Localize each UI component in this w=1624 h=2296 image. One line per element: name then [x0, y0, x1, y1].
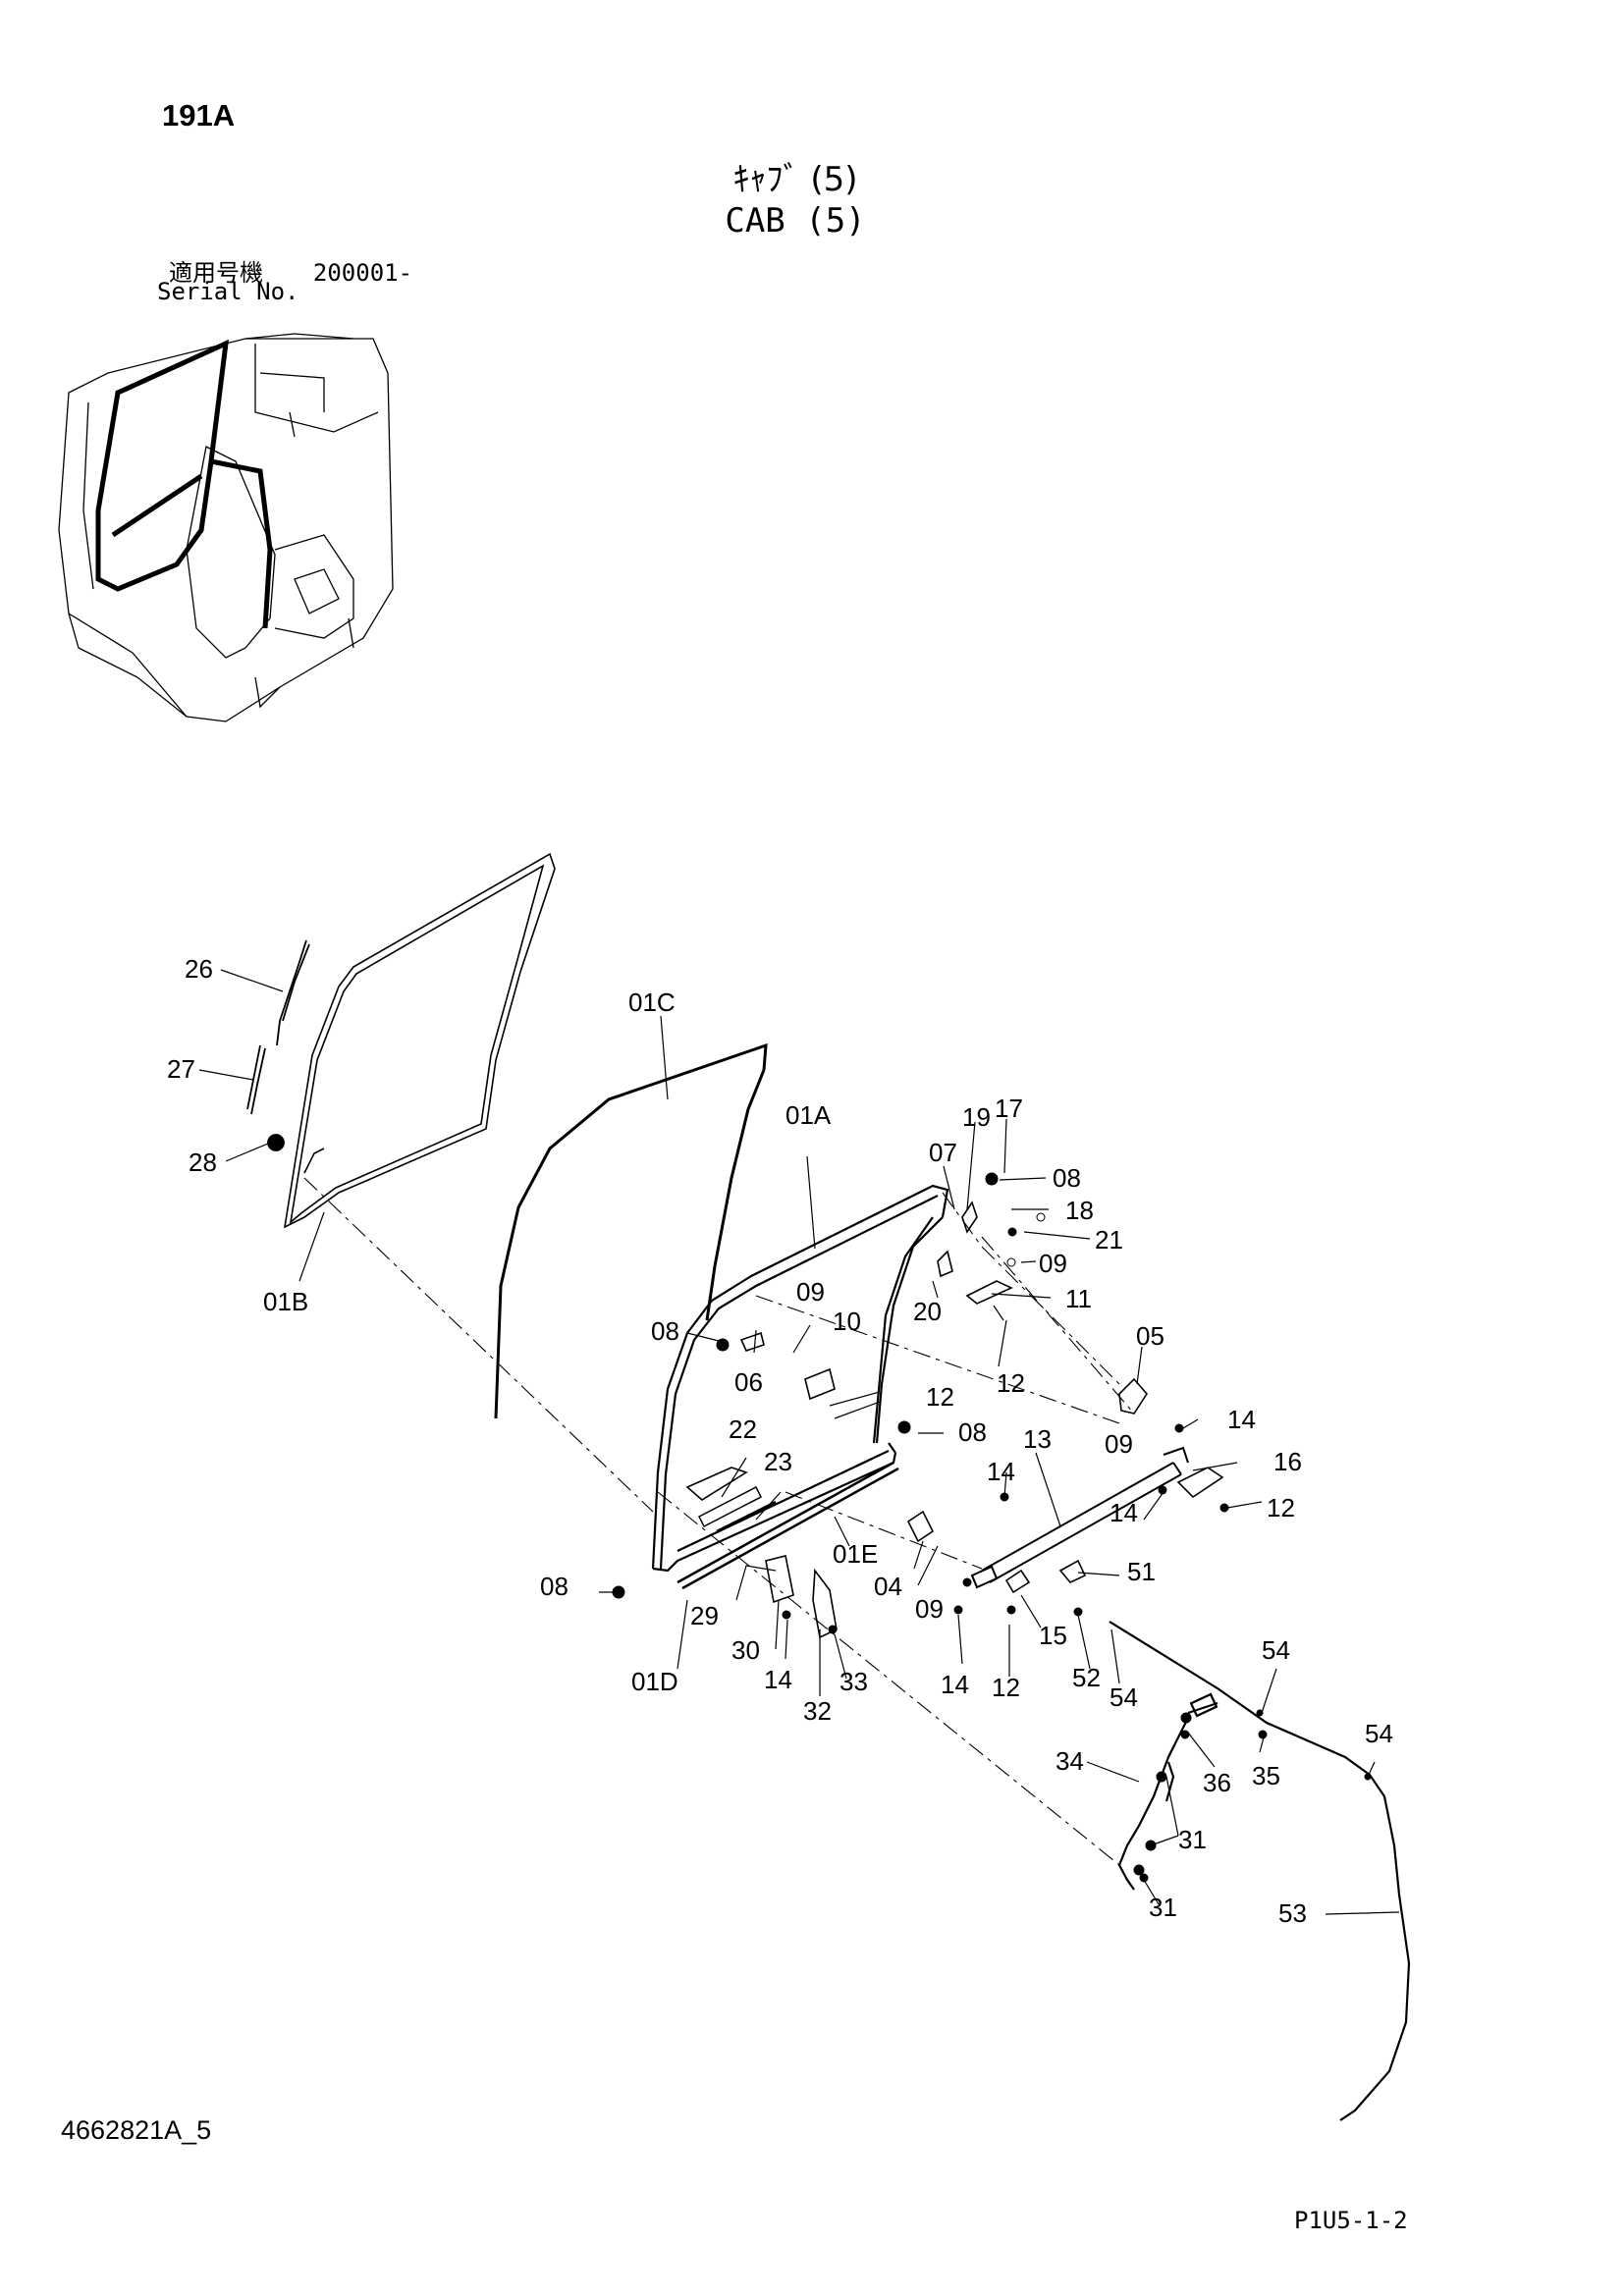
wiper-parts	[246, 939, 310, 1151]
callout-08-left: 08	[651, 1316, 679, 1346]
callout-36: 36	[1203, 1768, 1231, 1797]
title-english: CAB (5)	[725, 201, 866, 240]
callout-09-top: 09	[1039, 1249, 1067, 1278]
callout-01A: 01A	[785, 1100, 832, 1130]
callout-27: 27	[167, 1054, 195, 1084]
cab-overview-inset	[58, 333, 394, 722]
callout-01B: 01B	[263, 1287, 308, 1316]
callout-19: 19	[962, 1102, 991, 1132]
small-hardware	[612, 1172, 1372, 1883]
callout-16: 16	[1273, 1447, 1302, 1476]
door-frame-part	[651, 1184, 949, 1573]
callout-53: 53	[1278, 1898, 1307, 1928]
page-reference: P1U5-1-2	[1294, 2207, 1408, 2234]
callout-05: 05	[1136, 1321, 1164, 1351]
callout-14-bottom-mid: 14	[941, 1670, 969, 1699]
callout-01D: 01D	[631, 1667, 678, 1696]
callout-54-left: 54	[1110, 1682, 1138, 1712]
callout-22: 22	[729, 1415, 757, 1444]
document-code: 4662821A_5	[61, 2115, 212, 2145]
callout-01C: 01C	[628, 988, 676, 1017]
door-frame-highlight-inset	[95, 339, 273, 629]
brackets-and-latches	[685, 1201, 1224, 1639]
serial-value: 200001-	[312, 259, 413, 287]
callout-54-upper: 54	[1262, 1635, 1290, 1665]
callout-30: 30	[731, 1635, 760, 1665]
callout-12-upper: 12	[997, 1368, 1025, 1398]
callout-11: 11	[1065, 1284, 1092, 1313]
callout-28: 28	[189, 1148, 217, 1177]
callout-18: 18	[1065, 1196, 1094, 1225]
callout-20: 20	[913, 1297, 942, 1326]
callout-10: 10	[833, 1307, 861, 1336]
seal-part	[494, 1042, 768, 1419]
callout-35: 35	[1252, 1761, 1280, 1790]
serial-label-english: Serial No.	[157, 278, 299, 305]
callout-33: 33	[839, 1667, 868, 1696]
door-glass-part	[283, 852, 556, 1229]
callout-23: 23	[764, 1447, 792, 1476]
callout-08-bottom: 08	[540, 1572, 568, 1601]
leader-lines	[198, 969, 1400, 1915]
callout-04: 04	[874, 1572, 902, 1601]
callout-52: 52	[1072, 1663, 1101, 1692]
callout-06: 06	[734, 1367, 763, 1397]
wire-harness	[1109, 1621, 1411, 2121]
guide-rails	[677, 1461, 899, 1590]
callout-26: 26	[185, 954, 213, 984]
callout-13: 13	[1023, 1424, 1052, 1454]
callout-14-right: 14	[1227, 1405, 1256, 1434]
callout-09-bottom: 09	[915, 1594, 944, 1624]
callout-labels: 26 27 28 01B 01C 01A 19 17 07 08 18 21 0…	[167, 954, 1393, 1928]
alignment-lines	[303, 1177, 1135, 1866]
callout-12-right: 12	[1267, 1493, 1295, 1522]
callout-01E: 01E	[833, 1539, 878, 1569]
callout-32: 32	[803, 1696, 832, 1726]
callout-09-right: 09	[1105, 1429, 1133, 1459]
serial-label-jp-text: 適用号機	[169, 259, 263, 287]
callout-29: 29	[690, 1601, 719, 1630]
callout-17: 17	[995, 1094, 1023, 1123]
callout-08-mid: 08	[958, 1417, 987, 1447]
callout-31-upper: 31	[1178, 1825, 1207, 1854]
title-japanese: ｷｬﾌﾞ (5)	[732, 160, 858, 199]
callout-14-bottom-left: 14	[764, 1665, 792, 1694]
callout-08-top: 08	[1053, 1163, 1081, 1193]
callout-09-left: 09	[796, 1277, 825, 1307]
callout-12-mid: 12	[926, 1382, 954, 1412]
callout-14-mid: 14	[987, 1457, 1015, 1486]
callout-07: 07	[929, 1138, 957, 1167]
callout-21: 21	[1095, 1225, 1123, 1255]
callout-51: 51	[1127, 1557, 1156, 1586]
callout-14-lower: 14	[1110, 1498, 1138, 1527]
callout-12-bottom: 12	[992, 1673, 1020, 1702]
serial-label-japanese: 適用号機 200001-	[169, 253, 412, 288]
handle-bar-part	[970, 1446, 1189, 1589]
callout-34: 34	[1056, 1746, 1084, 1776]
callout-15: 15	[1039, 1621, 1067, 1650]
callout-31-lower: 31	[1149, 1893, 1177, 1922]
page-code: 191A	[162, 98, 236, 133]
callout-54-right: 54	[1365, 1719, 1393, 1748]
